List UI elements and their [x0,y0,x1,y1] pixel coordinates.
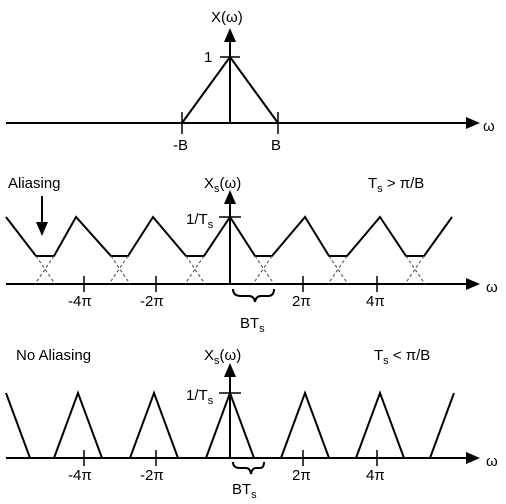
p2-aliasing-note: Aliasing [8,175,61,192]
p3-tick-label: 2π [292,467,311,484]
p2-aliasing-arrowhead [36,222,48,236]
p2-tick-label: 2π [292,293,311,310]
p3-replica-edge [429,392,455,459]
p3-x-arrowhead [466,452,480,464]
p3-peak-label: 1/Ts [186,387,214,407]
p2-condition: Ts > π/B [368,175,424,195]
p2-brace-label: BTs [240,315,265,335]
p2-tail [404,255,425,285]
p3-tick-label: -2π [140,467,164,484]
p1-tick-label-b: B [271,137,281,154]
p2-y-label: Xs(ω) [204,175,241,195]
p2-tail [252,255,273,285]
p3-replica [355,390,405,459]
p3-replica [129,390,179,459]
p3-no-aliasing-note: No Aliasing [16,347,91,364]
panel-no-aliasing: Xs(ω) ω No Aliasing Ts < π/B 1/Ts -4π -2… [5,347,498,501]
p3-y-label: Xs(ω) [204,347,241,367]
p2-overlap-tails [34,255,426,285]
p2-tail [185,255,206,285]
p2-tail [34,255,55,285]
p2-peak-label: 1/Ts [186,211,214,231]
panel-aliasing: Xs(ω) ω Aliasing Ts > π/B 1/Ts [5,175,498,335]
p2-tick-label: -4π [68,293,92,310]
p2-tick-label: -2π [140,293,164,310]
p2-tail [184,255,205,285]
p3-replica [53,390,103,459]
p3-condition: Ts < π/B [374,347,430,367]
p2-tail [327,255,348,285]
p2-tail [328,255,349,285]
panel-original-spectrum: X(ω) ω 1 -B B [6,9,495,154]
p3-brace-label: BTs [232,481,257,501]
p1-x-label: ω [483,118,495,135]
p1-y-arrowhead [224,28,236,42]
p2-tick-label: 4π [366,293,385,310]
p1-tick-label-minus-b: -B [173,137,188,154]
p2-aliased-spectrum [5,215,453,257]
p2-tail [35,255,56,285]
p2-x-label: ω [486,279,498,296]
p1-peak-label: 1 [204,49,212,66]
p3-tick-label: -4π [68,467,92,484]
p1-y-label: X(ω) [211,9,243,26]
p2-tail [108,255,129,285]
p3-x-label: ω [486,453,498,470]
p3-tick-label: 4π [366,467,385,484]
p2-tail [110,255,131,285]
p2-y-arrowhead [224,190,236,204]
p3-bandwidth-brace [232,461,265,475]
p2-bandwidth-brace [232,288,275,303]
p2-x-arrowhead [466,278,480,290]
p1-x-arrowhead [466,117,480,129]
p2-tail [405,255,426,285]
p3-y-arrowhead [224,363,236,377]
p3-replica [280,390,330,459]
p3-replica-center [205,390,255,459]
p1-triangle [181,55,279,124]
p2-tail [254,255,275,285]
p3-spectrum-replicas [5,390,455,459]
p3-replica-edge [5,392,31,459]
